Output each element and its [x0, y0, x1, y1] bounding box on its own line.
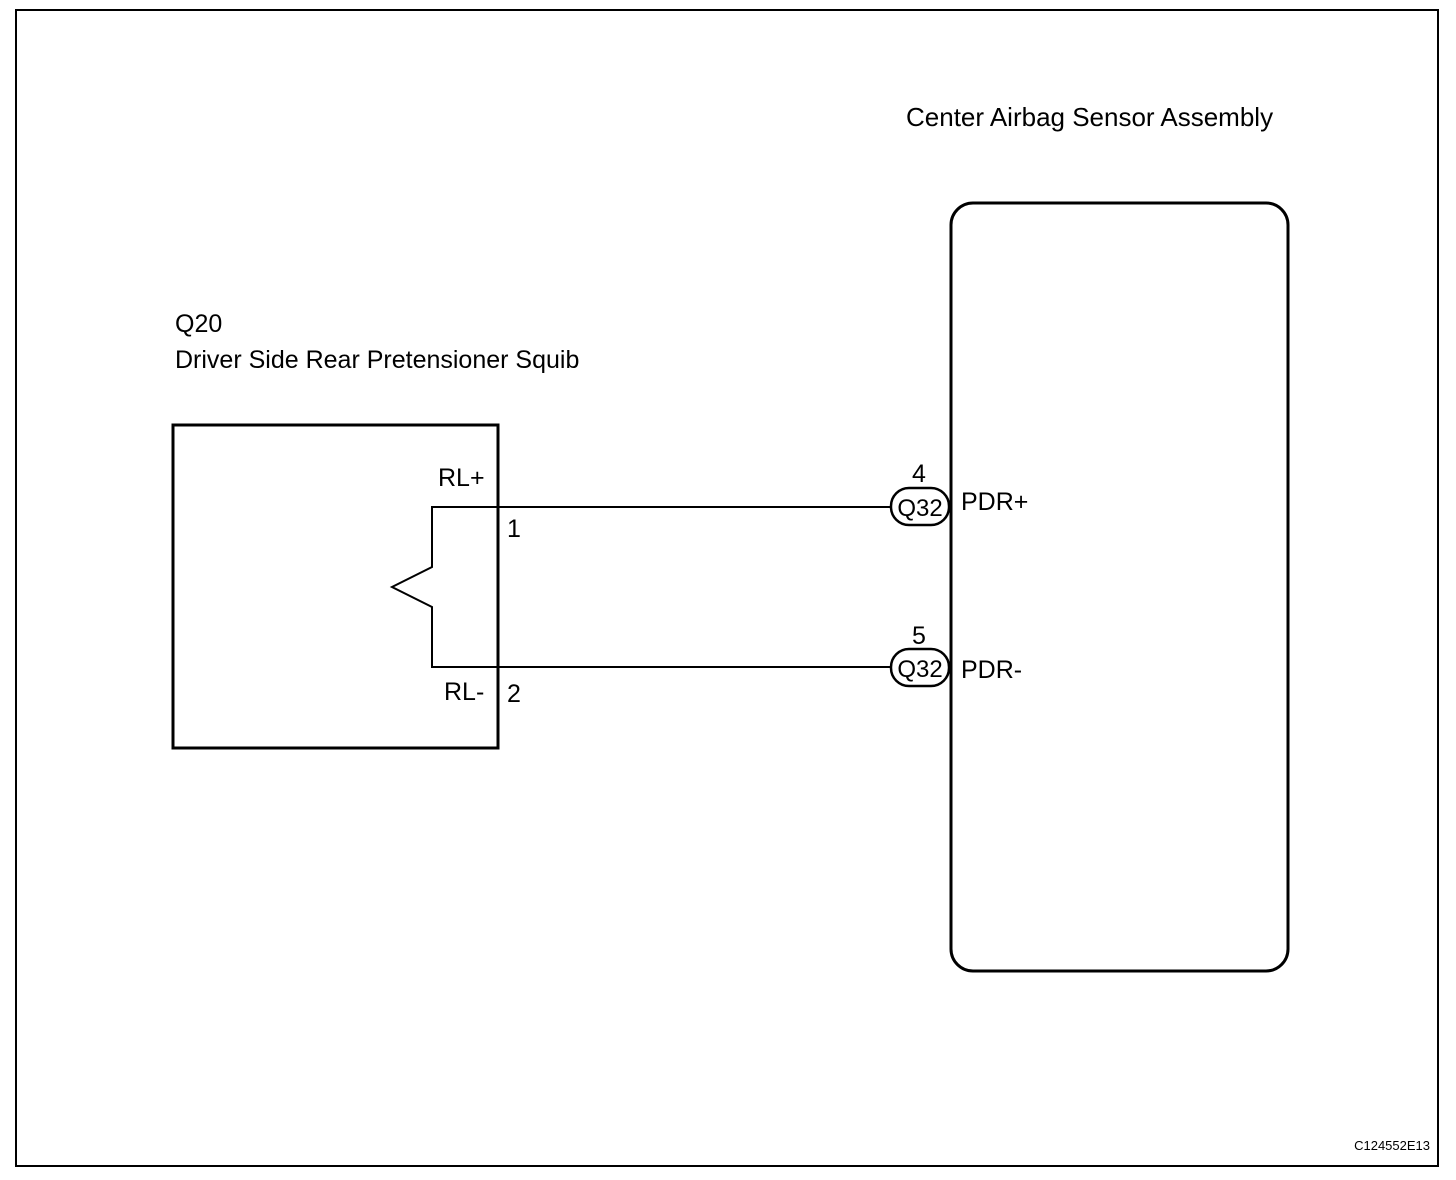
pin-number-4: 4	[912, 460, 926, 488]
terminal-name-rl-minus: RL-	[444, 678, 484, 706]
squib-code: Q20	[175, 310, 222, 338]
pin-name-pdr-plus: PDR+	[961, 488, 1028, 516]
assembly-box	[949, 201, 1290, 973]
connector-q32-pin4	[889, 486, 951, 527]
diagram-frame	[15, 9, 1439, 1167]
terminal-number-2: 2	[507, 680, 521, 708]
connector-label-pin4: Q32	[897, 495, 942, 522]
squib-name: Driver Side Rear Pretensioner Squib	[175, 346, 579, 374]
figure-id: C124552E13	[1354, 1138, 1430, 1153]
terminal-name-rl-plus: RL+	[438, 464, 485, 492]
squib-box	[171, 423, 500, 750]
terminal-number-1: 1	[507, 515, 521, 543]
connector-label-pin5: Q32	[897, 656, 942, 683]
assembly-title: Center Airbag Sensor Assembly	[906, 102, 1273, 132]
squib-symbol	[389, 506, 498, 668]
connector-q32-pin5	[889, 647, 951, 688]
pin-number-5: 5	[912, 622, 926, 650]
pin-name-pdr-minus: PDR-	[961, 656, 1022, 684]
